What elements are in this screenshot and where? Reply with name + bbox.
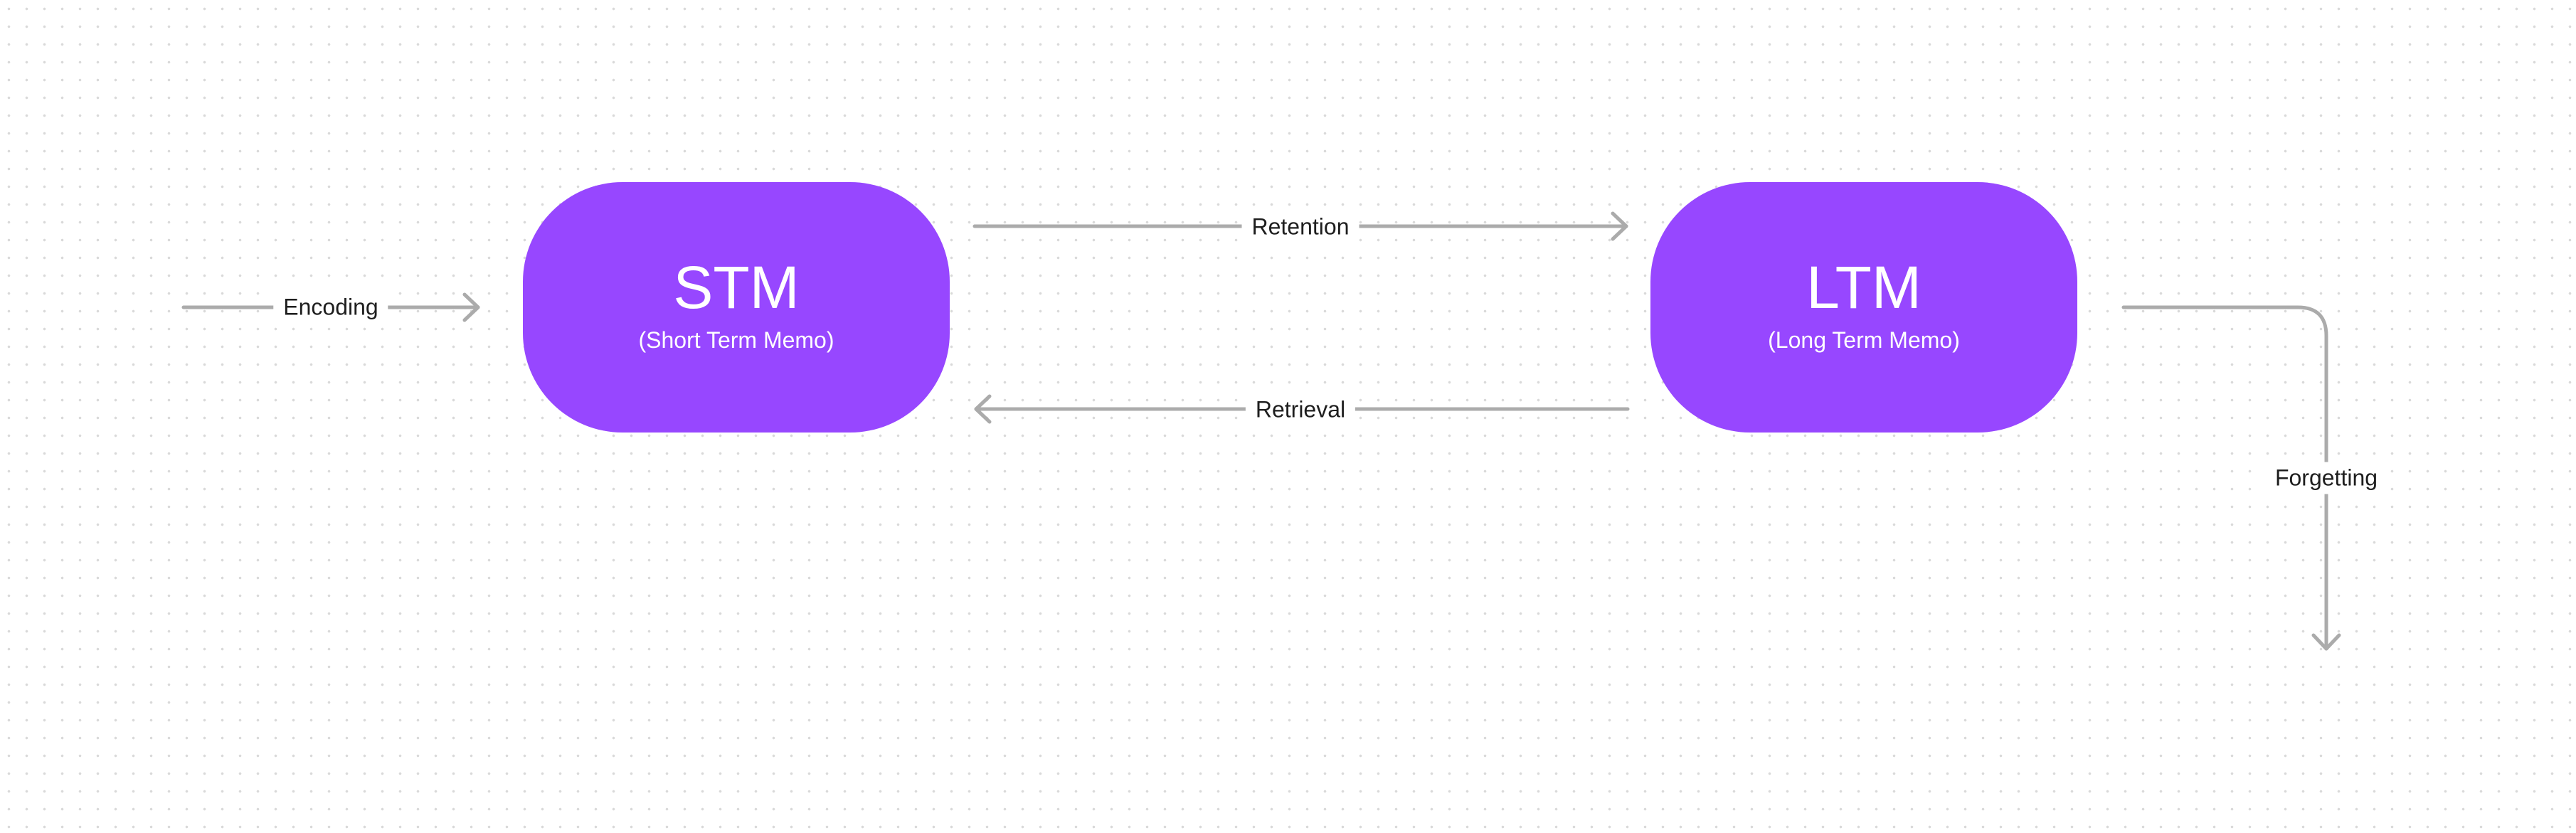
ltm-node[interactable]: LTM (Long Term Memo) (1650, 182, 2077, 433)
stm-node[interactable]: STM (Short Term Memo) (523, 182, 950, 433)
stm-subtitle: (Short Term Memo) (638, 327, 834, 353)
forgetting-arrow[interactable] (2121, 305, 2328, 651)
encoding-label: Encoding (273, 291, 388, 324)
ltm-title: LTM (1806, 253, 1922, 321)
forgetting-arrowhead (2311, 633, 2341, 651)
retention-label: Retention (1241, 211, 1359, 243)
stm-title: STM (673, 253, 800, 321)
retrieval-arrowhead (974, 394, 992, 424)
retrieval-label: Retrieval (1245, 393, 1356, 426)
encoding-arrowhead (462, 292, 480, 322)
forgetting-label: Forgetting (2264, 462, 2388, 494)
ltm-subtitle: (Long Term Memo) (1768, 327, 1960, 353)
retention-arrowhead (1611, 211, 1628, 241)
